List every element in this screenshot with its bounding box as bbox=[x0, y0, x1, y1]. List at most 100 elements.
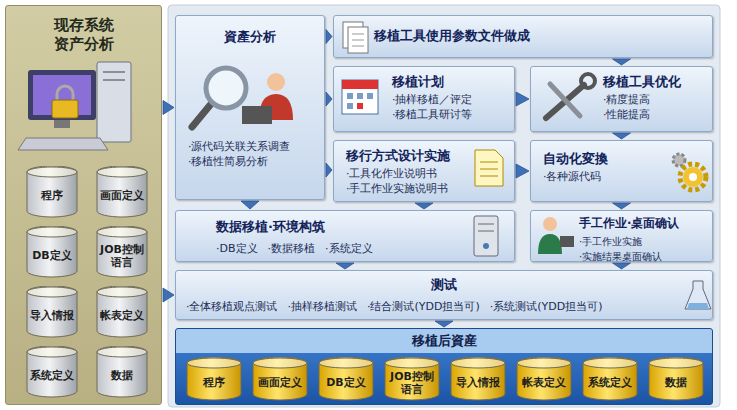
computer-icon-part bbox=[54, 120, 70, 128]
bullet-text: ·抽样移植／评定 bbox=[392, 92, 514, 107]
cylinder-top bbox=[97, 167, 147, 177]
person-icon-part bbox=[538, 234, 562, 254]
tool-icon bbox=[546, 74, 595, 118]
cylinder-body bbox=[319, 357, 373, 400]
flow-arrow bbox=[326, 163, 332, 177]
box-title: 程序 bbox=[191, 376, 237, 389]
asset-cylinder: 帐表定义 bbox=[96, 286, 148, 338]
bullet-text: ·数据移植 bbox=[268, 241, 316, 256]
cylinder-body bbox=[97, 286, 147, 337]
cylinder-top bbox=[385, 358, 439, 368]
flow-arrow bbox=[613, 203, 631, 209]
bullet-text: ·实施结果桌面确认 bbox=[579, 249, 712, 264]
box-title: 测试 bbox=[176, 276, 712, 293]
box-title: 导入情报 bbox=[29, 309, 75, 322]
cylinder-top bbox=[97, 227, 147, 237]
calendar-icon-part bbox=[347, 93, 353, 99]
bullet-text: ·系统定义 bbox=[325, 241, 373, 256]
cylinder-top bbox=[517, 358, 571, 368]
cylinder-body bbox=[27, 166, 77, 217]
bullet-text: ·系统测试(YDD担当可) bbox=[490, 299, 603, 314]
result-band: 移植后資産程序画面定义DB定义JOB控制语言导入情报帐表定义系统定义数据 bbox=[175, 328, 713, 405]
asset-cylinder: 画面定义 bbox=[96, 166, 148, 218]
main-panel bbox=[168, 5, 720, 407]
calendar-icon-part bbox=[357, 103, 363, 109]
cylinder-top bbox=[583, 358, 637, 368]
box-title: 导入情报 bbox=[455, 376, 501, 389]
asset-cylinder: 数据 bbox=[648, 357, 704, 401]
flow-arrow bbox=[613, 59, 631, 65]
asset-cylinder: 数据 bbox=[96, 346, 148, 398]
box-title: 帐表定义 bbox=[99, 309, 145, 322]
asset-cylinder: 画面定义 bbox=[252, 357, 308, 401]
cylinder-top bbox=[27, 227, 77, 237]
process-box: 手工作业·桌面确认·手工作业实施·实施结果桌面确认 bbox=[530, 210, 713, 262]
box-title: JOB控制语言 bbox=[389, 370, 435, 396]
bullet-text: ·移植工具研讨等 bbox=[392, 107, 514, 122]
server-icon-part bbox=[478, 224, 494, 225]
document-icon-part bbox=[480, 176, 498, 177]
box-title: DB定义 bbox=[323, 376, 369, 389]
box-title: 移植工具优化 bbox=[603, 73, 712, 90]
flow-arrow bbox=[163, 101, 174, 115]
calendar-icon bbox=[342, 80, 378, 114]
box-title: 資產分析 bbox=[176, 28, 324, 45]
bullet-text: ·工具化作业说明书 bbox=[346, 166, 514, 181]
person-icon-part bbox=[560, 236, 574, 247]
tool-icon-part bbox=[546, 85, 584, 118]
document-icon-part bbox=[475, 150, 503, 186]
bullet-text: ·结合测试(YDD担当可) bbox=[367, 299, 480, 314]
cylinder-top bbox=[27, 167, 77, 177]
process-box: 测试·全体移植观点测试·抽样移植测试·结合测试(YDD担当可)·系统测试(YDD… bbox=[175, 270, 713, 320]
flask-icon bbox=[685, 281, 711, 309]
asset-cylinder: 系统定义 bbox=[26, 346, 78, 398]
server-icon-part bbox=[483, 243, 489, 249]
box-title: 移植工具使用参数文件做成 bbox=[374, 27, 712, 44]
document-icon-part bbox=[480, 169, 498, 170]
magnifier-icon-part bbox=[267, 73, 285, 91]
flow-arrow bbox=[163, 288, 174, 302]
cylinder-top bbox=[187, 358, 241, 368]
flow-arrow bbox=[435, 321, 453, 327]
document-icon-part bbox=[352, 34, 364, 35]
box-title: 画面定义 bbox=[257, 376, 303, 389]
flow-arrow bbox=[326, 92, 332, 106]
document-icon-part bbox=[480, 162, 498, 163]
calendar-icon-part bbox=[342, 80, 378, 89]
process-box: 移植工具使用参数文件做成 bbox=[333, 15, 713, 58]
box-title: 自动化変換 bbox=[543, 150, 712, 167]
bullet-text: ·手工作业实施说明书 bbox=[346, 181, 514, 196]
gear-icon-part bbox=[683, 167, 703, 187]
computer-icon bbox=[18, 62, 131, 150]
document-icon-part bbox=[348, 27, 368, 53]
server-icon-part bbox=[474, 216, 498, 256]
box-title: DB定义 bbox=[29, 249, 75, 262]
document-icon-part bbox=[352, 40, 364, 41]
cylinder-body bbox=[385, 357, 439, 400]
flask-icon-part bbox=[687, 303, 709, 309]
calendar-icon-part bbox=[357, 93, 363, 99]
flask-icon-part bbox=[685, 281, 711, 309]
computer-icon-part bbox=[57, 86, 73, 100]
bullet-text: ·精度提高 bbox=[603, 92, 712, 107]
cylinder-body bbox=[253, 357, 307, 400]
box-title: 程序 bbox=[29, 189, 75, 202]
cylinder-body bbox=[649, 357, 703, 400]
gear-icon-part bbox=[689, 173, 697, 181]
person-icon-part bbox=[543, 217, 557, 231]
cylinder-top bbox=[253, 358, 307, 368]
cylinder-body bbox=[517, 357, 571, 400]
cylinder-top bbox=[27, 347, 77, 357]
computer-icon-part bbox=[97, 62, 131, 142]
asset-cylinder: JOB控制语言 bbox=[96, 226, 148, 278]
box-title: JOB控制语言 bbox=[99, 243, 145, 269]
cylinder-top bbox=[27, 287, 77, 297]
asset-cylinder: 程序 bbox=[186, 357, 242, 401]
tool-icon-part bbox=[581, 74, 595, 88]
process-box: 移植工具优化·精度提高·性能提高 bbox=[530, 66, 713, 132]
cylinder-body bbox=[97, 226, 147, 277]
computer-icon-part bbox=[103, 71, 125, 73]
bullet-text: ·全体移植观点测试 bbox=[186, 299, 278, 314]
asset-cylinder: JOB控制语言 bbox=[384, 357, 440, 401]
